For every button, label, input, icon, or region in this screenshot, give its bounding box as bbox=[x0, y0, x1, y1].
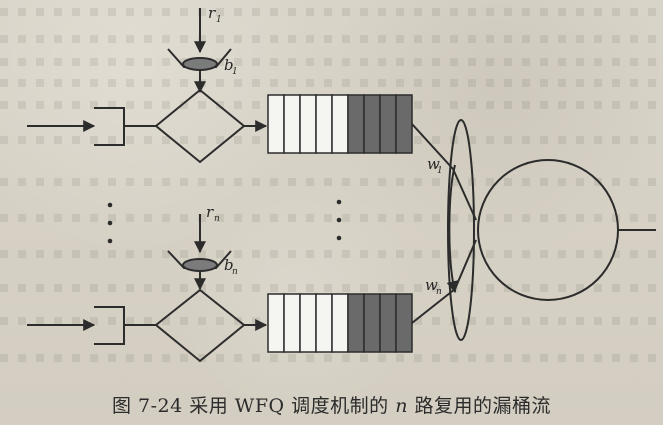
wfq-bottom-link bbox=[454, 239, 477, 290]
flow-n-bucket-label-main: b bbox=[224, 256, 234, 274]
flow-1-input-box bbox=[94, 107, 125, 146]
background-texture-line bbox=[0, 214, 663, 222]
flow-1-shaper-diamond bbox=[154, 88, 246, 164]
queue-cell bbox=[267, 293, 285, 353]
queue-cell bbox=[267, 94, 285, 154]
background-texture-line bbox=[0, 79, 663, 87]
queue-cell bbox=[363, 94, 381, 154]
ellipsis-dot bbox=[107, 202, 113, 208]
server-circle bbox=[477, 159, 619, 301]
ellipsis-dot bbox=[336, 199, 342, 205]
flow-1-bucket-label-main: b bbox=[224, 56, 234, 74]
wfq-rotation-arrow bbox=[446, 164, 459, 294]
queue-cell bbox=[347, 293, 365, 353]
background-texture-line bbox=[0, 354, 663, 362]
flow-n-input-box bbox=[94, 306, 125, 345]
flow-1-group: r 1 b 1 w bbox=[27, 4, 454, 176]
wfq-top-link bbox=[452, 168, 477, 221]
queue-cell bbox=[347, 94, 365, 154]
flow-n-bucket-label-sub: n bbox=[232, 267, 238, 277]
queue-cell bbox=[283, 293, 301, 353]
flow-n-queue bbox=[267, 293, 413, 353]
background-texture-line bbox=[0, 8, 663, 16]
queue-cell bbox=[395, 293, 413, 353]
queue-cell bbox=[299, 293, 317, 353]
queue-cell bbox=[395, 94, 413, 154]
figure-caption: 图 7-24 采用 WFQ 调度机制的 n 路复用的漏桶流 bbox=[0, 391, 663, 418]
ellipsis-dot bbox=[336, 217, 342, 223]
flow-1-queue-output-link bbox=[411, 123, 454, 170]
flow-1-rate-label-main: r bbox=[208, 4, 216, 22]
background-texture-line bbox=[0, 35, 663, 43]
queue-cell bbox=[315, 94, 333, 154]
caption-suffix: 路复用的漏桶流 bbox=[414, 395, 551, 417]
background-texture-line bbox=[0, 250, 663, 258]
middle-ellipsis-group bbox=[107, 199, 342, 244]
flow-n-bucket-disk bbox=[182, 258, 218, 272]
wfq-selector-ellipse bbox=[447, 119, 475, 341]
flow-n-weight-label-sub: n bbox=[436, 287, 442, 297]
flow-n-group: r n b n w bbox=[27, 203, 456, 363]
flow-n-shaper-diamond bbox=[154, 288, 246, 363]
flow-1-rate-label-sub: 1 bbox=[216, 15, 222, 25]
caption-number: 图 7-24 bbox=[111, 395, 183, 417]
flow-1-bucket-disk bbox=[182, 57, 218, 71]
queue-cell bbox=[379, 94, 397, 154]
flow-1-queue bbox=[267, 94, 413, 154]
caption-variable: n bbox=[395, 395, 408, 417]
queue-cell bbox=[331, 94, 349, 154]
flow-n-rate-label-sub: n bbox=[214, 214, 220, 224]
queue-cell bbox=[283, 94, 301, 154]
flow-n-rate-label-main: r bbox=[206, 203, 214, 221]
flow-1-weight-label-main: w bbox=[427, 155, 440, 173]
flow-n-weight-label-main: w bbox=[425, 276, 438, 294]
ellipsis-dot bbox=[107, 220, 113, 226]
queue-cell bbox=[331, 293, 349, 353]
flow-1-weight-label-sub: 1 bbox=[437, 166, 443, 176]
flow-n-queue-output-link bbox=[411, 288, 456, 324]
ellipsis-dot bbox=[107, 238, 113, 244]
background-texture-line bbox=[0, 58, 663, 66]
queue-cell bbox=[299, 94, 317, 154]
wfq-scheduler-group bbox=[446, 119, 656, 341]
background-texture-line bbox=[0, 178, 663, 186]
ellipsis-dot bbox=[336, 235, 342, 241]
queue-cell bbox=[315, 293, 333, 353]
background-texture-line bbox=[0, 284, 663, 292]
flow-1-bucket-label-sub: 1 bbox=[232, 67, 238, 77]
queue-cell bbox=[363, 293, 381, 353]
queue-cell bbox=[379, 293, 397, 353]
caption-prefix: 采用 WFQ 调度机制的 bbox=[189, 395, 389, 417]
